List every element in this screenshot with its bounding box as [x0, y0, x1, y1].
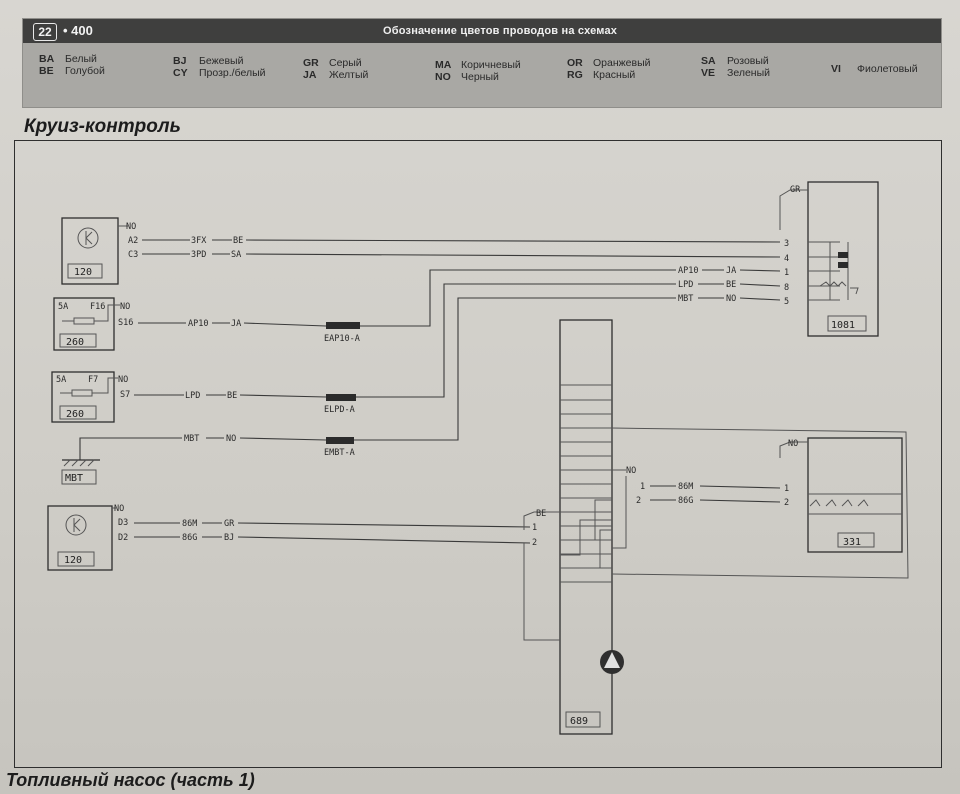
- legend-header: 22 • 400 Обозначение цветов проводов на …: [23, 19, 941, 43]
- pin-label: 8: [784, 283, 789, 293]
- pin-label: 4: [784, 254, 789, 264]
- wire-color-label: NO: [226, 434, 236, 444]
- wire-color-label: NO: [120, 302, 130, 312]
- wire-label: 86M: [182, 519, 197, 529]
- pin-label: S16: [118, 318, 133, 328]
- pin-label: 2: [636, 496, 641, 506]
- wire-label: 3PD: [191, 250, 206, 260]
- pin-label: C3: [128, 250, 138, 260]
- pin-label: 1: [640, 482, 645, 492]
- wire-label: MBT: [184, 434, 199, 444]
- component-260-f7: 5A F7 260: [51, 371, 115, 423]
- connector-elpd: [326, 394, 356, 401]
- wire-color-label: NO: [126, 222, 136, 232]
- wire-label: AP10: [678, 266, 698, 276]
- wire-label: 86G: [678, 496, 693, 506]
- connector-embt: [326, 437, 354, 444]
- connector-eap10: [326, 322, 360, 329]
- ground-mbt: MBT: [61, 437, 182, 485]
- pin-label: 5: [784, 297, 789, 307]
- component-689: 689: [559, 319, 624, 735]
- section-title: Круиз-контроль: [24, 116, 181, 137]
- wire-label: LPD: [678, 280, 693, 290]
- pin-label: 2: [532, 538, 537, 548]
- page-number: • 400: [63, 23, 93, 38]
- component-label: 260: [66, 409, 84, 420]
- wire-color-label: JA: [231, 319, 241, 329]
- connector-label: ELPD-A: [324, 405, 355, 415]
- svg-text:5A: 5A: [58, 302, 68, 312]
- ground-label: MBT: [65, 473, 83, 484]
- component-label: 120: [74, 267, 92, 278]
- wire-label: 86M: [678, 482, 693, 492]
- diagram-frame: [14, 140, 942, 768]
- wire-color-label: BE: [726, 280, 736, 290]
- connector-label: EMBT-A: [324, 448, 355, 458]
- wire-label: MBT: [678, 294, 693, 304]
- wire-color-label: BE: [536, 509, 546, 519]
- pin-label: S7: [120, 390, 130, 400]
- component-120-bottom: 120: [47, 505, 113, 571]
- wire-color-label: BE: [233, 236, 243, 246]
- connector-label: EAP10-A: [324, 334, 360, 344]
- component-label: 260: [66, 337, 84, 348]
- svg-text:F16: F16: [90, 302, 105, 312]
- next-section-title: Топливный насос (часть 1): [6, 770, 255, 790]
- wire-color-label: NO: [726, 294, 736, 304]
- pin-label: 3: [784, 239, 789, 249]
- wire-color-label: GR: [790, 185, 801, 195]
- pin-label: 1: [532, 523, 537, 533]
- component-label: 120: [64, 555, 82, 566]
- wire-color-label: NO: [118, 375, 128, 385]
- svg-text:F7: F7: [88, 375, 98, 385]
- component-1081: 1081: [779, 181, 879, 337]
- wire-color-label: NO: [114, 504, 124, 514]
- legend-title: Обозначение цветов проводов на схемах: [383, 25, 618, 37]
- wire-color-label: BE: [227, 391, 237, 401]
- wire-color-label: BJ: [224, 533, 234, 543]
- wire-color-label: NO: [788, 439, 798, 449]
- component-260-f16: 5A F16 260: [53, 297, 115, 351]
- wire-color-label: SA: [231, 250, 241, 260]
- pin-label: 1: [784, 484, 789, 494]
- wire-color-label: JA: [726, 266, 736, 276]
- pin-label: 1: [784, 268, 789, 278]
- component-120-top: 120: [61, 217, 119, 285]
- component-331: 331: [779, 437, 903, 553]
- wire-label: LPD: [185, 391, 200, 401]
- wire-color-legend-panel: 22 • 400 Обозначение цветов проводов на …: [22, 18, 942, 108]
- chapter-badge: 22: [33, 23, 57, 41]
- wire-color-label: NO: [626, 466, 636, 476]
- pin-label: 2: [784, 498, 789, 508]
- component-label: 331: [843, 537, 861, 548]
- wire-label: 86G: [182, 533, 197, 543]
- wire-color-label: GR: [224, 519, 235, 529]
- svg-text:5A: 5A: [56, 375, 66, 385]
- wire-label: 3FX: [191, 236, 207, 246]
- component-label: 1081: [831, 320, 855, 331]
- pin-label: A2: [128, 236, 138, 246]
- pin-label: D3: [118, 518, 128, 528]
- component-label: 689: [570, 716, 588, 727]
- pin-label: D2: [118, 533, 128, 543]
- wire-label: AP10: [188, 319, 208, 329]
